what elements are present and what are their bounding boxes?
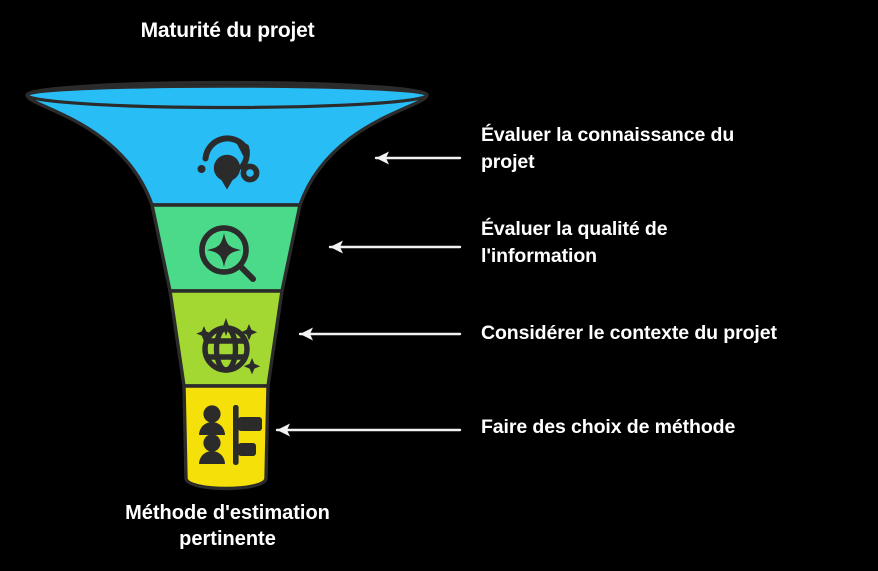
magnifier-sparkle-icon	[199, 225, 256, 282]
globe-sparkle-icon	[196, 318, 261, 375]
stage-label-3-line1: Considérer le contexte du projet	[481, 322, 777, 344]
funnel-outcome-line1: Méthode d'estimation	[125, 502, 330, 524]
page-title: Maturité du projet	[140, 19, 315, 42]
people-options-icon	[199, 405, 262, 465]
lightbulb-refresh-icon	[197, 135, 260, 190]
funnel-stage-4-shape[interactable]	[182, 384, 270, 491]
stage-label-1-line2: projet	[481, 151, 535, 173]
funnel-outcome-line2: pertinente	[179, 528, 276, 550]
stage-label-1-line1: Évaluer la connaissance du	[481, 124, 735, 146]
stage-label-2: Évaluer la qualité de l'information	[481, 216, 873, 270]
funnel-rim	[25, 80, 429, 110]
funnel-stage-1-shape[interactable]	[25, 84, 429, 207]
funnel-outcome-caption: Méthode d'estimation pertinente	[0, 500, 455, 552]
callout-arrowheads	[277, 151, 389, 437]
stage-label-2-line1: Évaluer la qualité de	[481, 218, 668, 240]
stage-label-1: Évaluer la connaissance du projet	[481, 122, 873, 176]
stage-label-4: Faire des choix de méthode	[481, 414, 873, 441]
stage-label-2-line2: l'information	[481, 245, 597, 267]
stage-label-4-line1: Faire des choix de méthode	[481, 416, 736, 438]
stage-label-3: Considérer le contexte du projet	[481, 320, 873, 347]
